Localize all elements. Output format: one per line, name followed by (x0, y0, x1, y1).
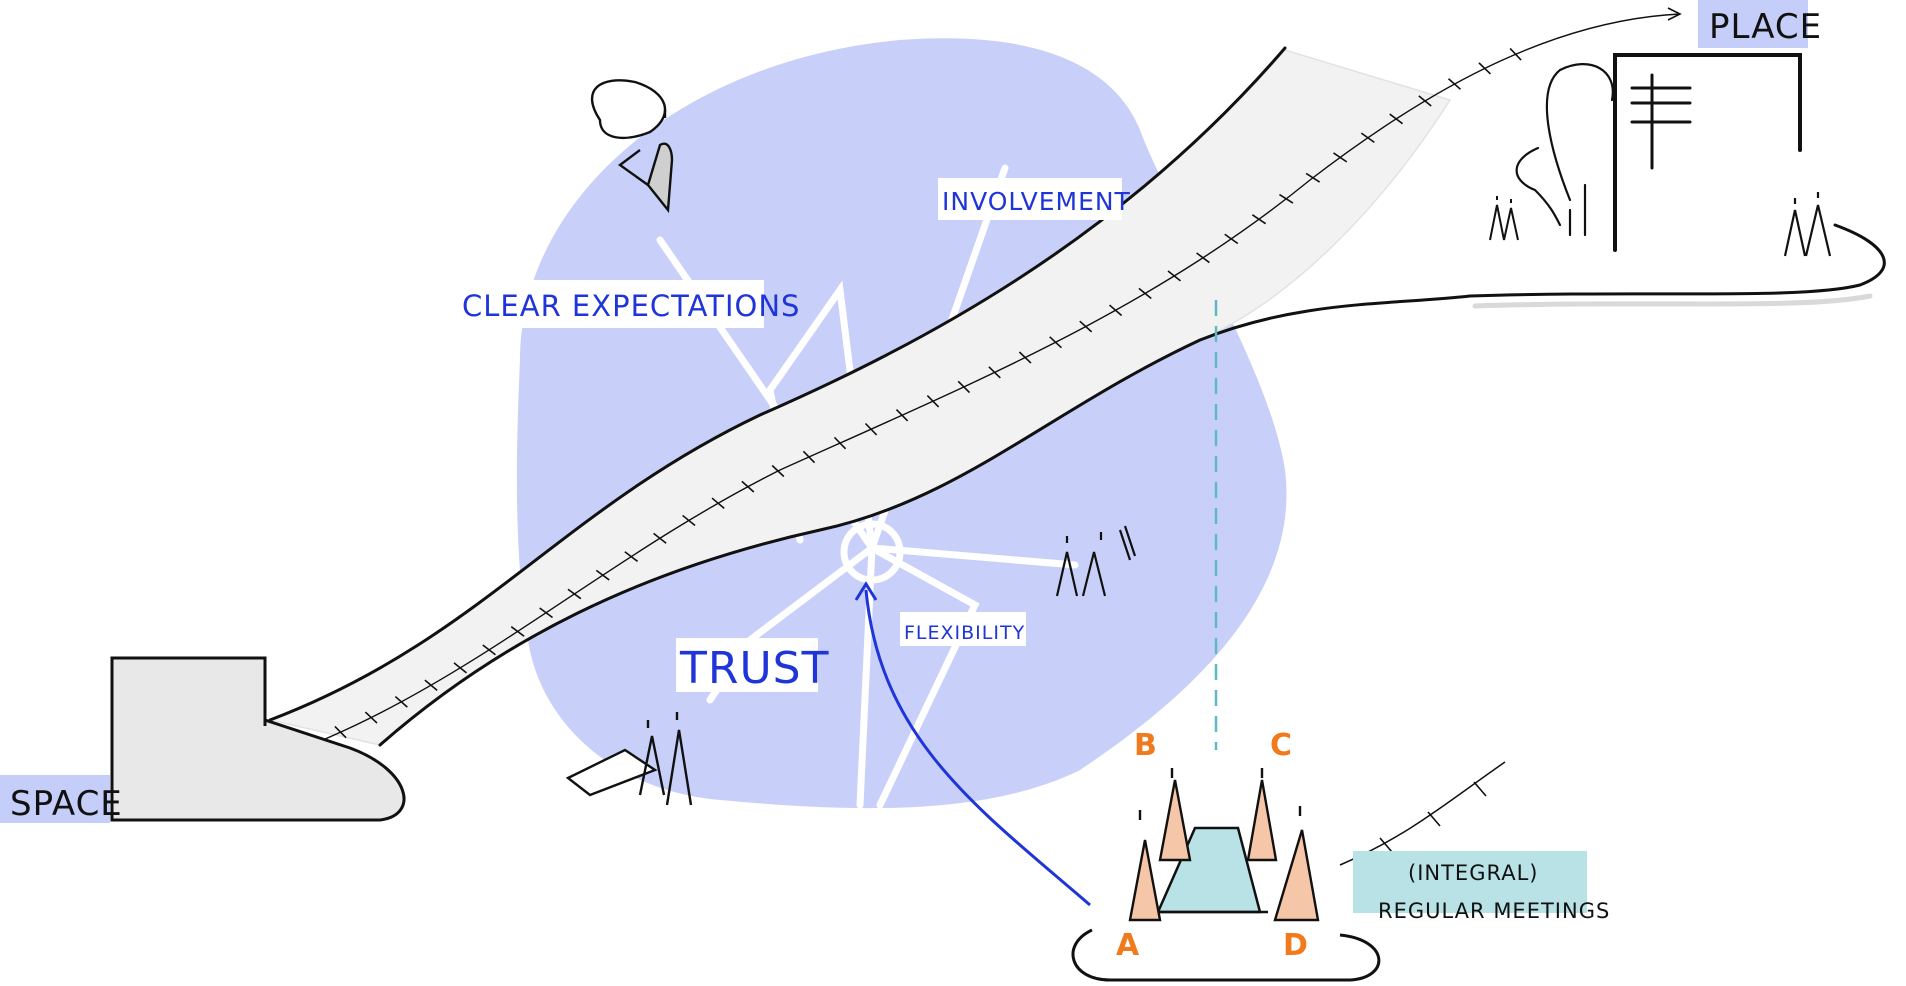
rail-tick (1279, 193, 1294, 204)
rail-arrowhead (1667, 7, 1682, 21)
people-group-trust (565, 712, 693, 806)
rail-tick (1360, 132, 1375, 144)
rail-tick (1018, 351, 1032, 364)
involvement-label: INVOLVEMENT (942, 187, 1131, 216)
participant-b-label: B (1134, 728, 1158, 763)
rail-tick (802, 450, 816, 464)
rail-tick (1447, 78, 1462, 90)
participant-d-label: D (1283, 928, 1309, 963)
rail-tick (424, 679, 438, 691)
meeting-to-hub-arrow (864, 589, 1091, 907)
space-tag-bg (0, 775, 110, 823)
rail-tick (539, 607, 554, 619)
place-platform (1468, 53, 1886, 309)
rail-tick (624, 551, 639, 563)
person-c (1246, 779, 1278, 862)
rail-tick (926, 394, 940, 408)
flexibility-bg (900, 612, 1026, 646)
rail-tick (711, 497, 725, 510)
rail-line (159, 13, 1681, 791)
people-group-place-left (1489, 196, 1519, 241)
rail-tick (394, 695, 408, 708)
rail-tick (741, 480, 755, 493)
rail-tick (334, 725, 347, 739)
involvement-bg (938, 178, 1122, 220)
rail-tick (1389, 113, 1403, 125)
rail-tick (682, 514, 696, 527)
meeting-platform (1071, 928, 1381, 982)
people-group-center (1055, 525, 1137, 597)
rail-tick (864, 422, 878, 436)
rail-tick (1418, 95, 1432, 107)
rail-tick (567, 588, 582, 600)
clear-expectations-bg (458, 280, 764, 328)
participant-a-label: A (1116, 928, 1140, 963)
trust-label: TRUST (679, 643, 829, 694)
meetings-label-line1: (INTEGRAL) (1408, 861, 1538, 885)
rail-tick (1079, 320, 1093, 333)
person-a (1128, 839, 1162, 922)
meetings-label-line2: REGULAR MEETINGS (1378, 899, 1610, 923)
rail-tick (1108, 304, 1123, 317)
thinker-figure (590, 79, 674, 214)
rail-tick (1049, 336, 1062, 349)
clear-expectations-label: CLEAR EXPECTATIONS (462, 289, 800, 323)
meeting-rail-stub (1339, 761, 1506, 866)
participant-c-label: C (1270, 728, 1293, 763)
rail-tick (771, 464, 785, 478)
rail-tick (1478, 62, 1492, 75)
rail-tick (988, 366, 1001, 379)
people-group-place-right (1783, 192, 1832, 257)
rail-tick (482, 644, 496, 656)
rail-tick (653, 532, 667, 544)
person-d (1273, 829, 1320, 922)
trust-bg (676, 638, 818, 692)
rail-tick (453, 662, 468, 674)
flexibility-label: FLEXIBILITY (904, 622, 1025, 644)
rail-tick (1196, 252, 1210, 264)
rail-tick (1251, 214, 1267, 225)
rail-tick (1138, 287, 1152, 300)
rail-tick (957, 380, 971, 394)
rail-tick (1333, 152, 1348, 163)
rail-tick (1305, 172, 1321, 183)
meeting-rail-ticks (1379, 781, 1487, 853)
rail-tick (595, 569, 610, 581)
rail-tick (1224, 233, 1239, 245)
meeting-to-hub-arrowhead (854, 581, 878, 601)
meeting-group (1071, 768, 1381, 982)
person-b (1158, 779, 1192, 862)
rail-tick (510, 626, 525, 637)
rail-tick (1167, 270, 1182, 282)
space-platform (110, 656, 406, 822)
space-label: SPACE (10, 784, 123, 824)
rail-tick (895, 408, 909, 422)
rail-tick (364, 711, 378, 724)
place-tag-bg (1698, 0, 1808, 48)
rail-tick (1509, 47, 1522, 61)
place-label: PLACE (1709, 7, 1822, 47)
rail-tick (833, 436, 847, 450)
meetings-label-bg (1353, 851, 1587, 913)
